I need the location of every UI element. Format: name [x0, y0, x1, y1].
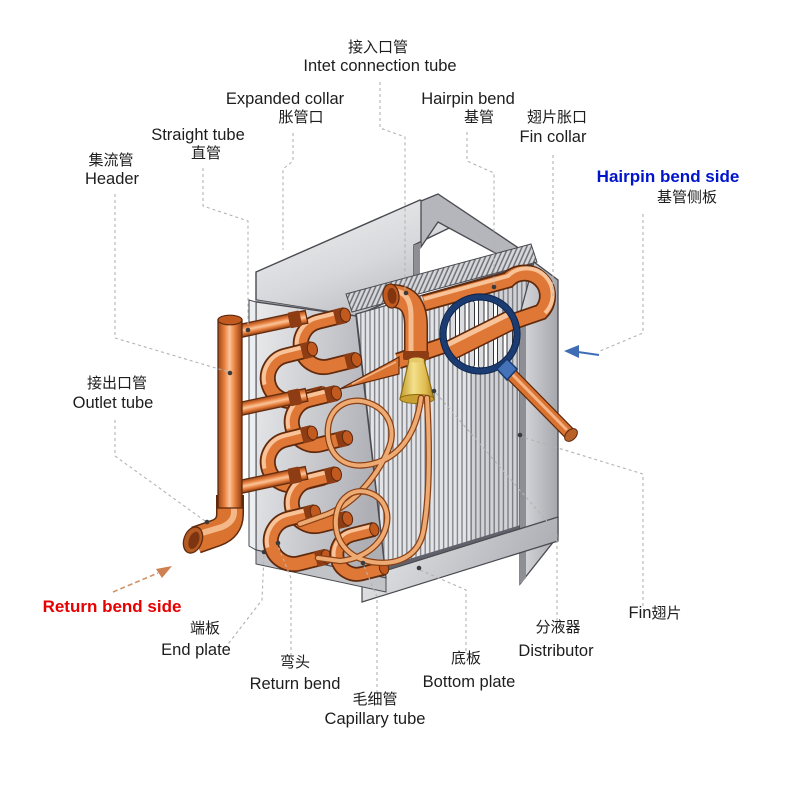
magnifier-lens: [439, 293, 521, 382]
label-header-en: Header: [84, 170, 140, 188]
hairpin-pointed-end: [339, 355, 400, 390]
label-outlet-en: Outlet tube: [72, 394, 154, 412]
label-inlet-en: Intet connection tube: [303, 57, 457, 75]
straight-tubes: [237, 309, 309, 495]
label-hairpin-side-cn: 基管侧板: [656, 189, 718, 206]
leader-dots: [204, 284, 523, 571]
label-end-plate-cn: 端板: [189, 620, 221, 637]
label-bottom-plate-cn: 底板: [450, 650, 482, 667]
capillary-tubes: [296, 394, 432, 567]
label-straight-tube-cn: 直管: [190, 145, 222, 162]
header-tube: [182, 314, 244, 554]
return-bend-side-arrow: [112, 566, 172, 593]
label-return-bend-cn: 弯头: [279, 654, 311, 671]
inlet-connection-tube: [382, 283, 428, 356]
label-header-cn: 集流管: [88, 152, 134, 169]
label-hairpin-bend-cn: 基管: [463, 109, 495, 126]
hairpin-top-tube: [395, 264, 556, 370]
label-fin-collar-en: Fin collar: [519, 128, 587, 146]
hairpin-side-arrow: [564, 345, 600, 358]
leader-lines: [114, 82, 644, 693]
hairpin-insert-tube: [504, 366, 578, 442]
label-expanded-collar-en: Expanded collar: [225, 90, 345, 108]
label-capillary-cn: 毛细管: [352, 691, 398, 708]
label-outlet-cn: 接出口管: [86, 375, 148, 392]
label-expanded-collar-cn: 胀管口: [278, 109, 324, 126]
label-return-bend-en: Return bend: [249, 675, 341, 693]
label-inlet-cn: 接入口管: [347, 39, 409, 56]
label-fin-cn: 翅片: [651, 605, 682, 622]
label-fin: Fin翅片: [629, 605, 682, 622]
return-bend-tube: [259, 425, 330, 493]
label-fin-en: Fin: [628, 604, 652, 622]
label-distributor-cn: 分液器: [535, 619, 581, 636]
magnifier-pointer-diamond: [495, 357, 519, 382]
label-return-bend-side: Return bend side: [42, 597, 182, 616]
bottom-plate: [361, 516, 559, 603]
label-end-plate-en: End plate: [161, 641, 231, 659]
label-hairpin-side-en: Hairpin bend side: [596, 167, 740, 186]
label-bottom-plate-en: Bottom plate: [422, 673, 516, 691]
label-fin-collar-cn: 翅片胀口: [526, 109, 588, 126]
outlet-tube-opening: [182, 526, 204, 554]
label-capillary-en: Capillary tube: [324, 710, 426, 728]
label-hairpin-bend-en: Hairpin bend: [421, 90, 515, 108]
label-straight-tube-en: Straight tube: [151, 126, 245, 144]
label-distributor-en: Distributor: [518, 642, 594, 660]
return-bend-tube: [283, 466, 354, 534]
